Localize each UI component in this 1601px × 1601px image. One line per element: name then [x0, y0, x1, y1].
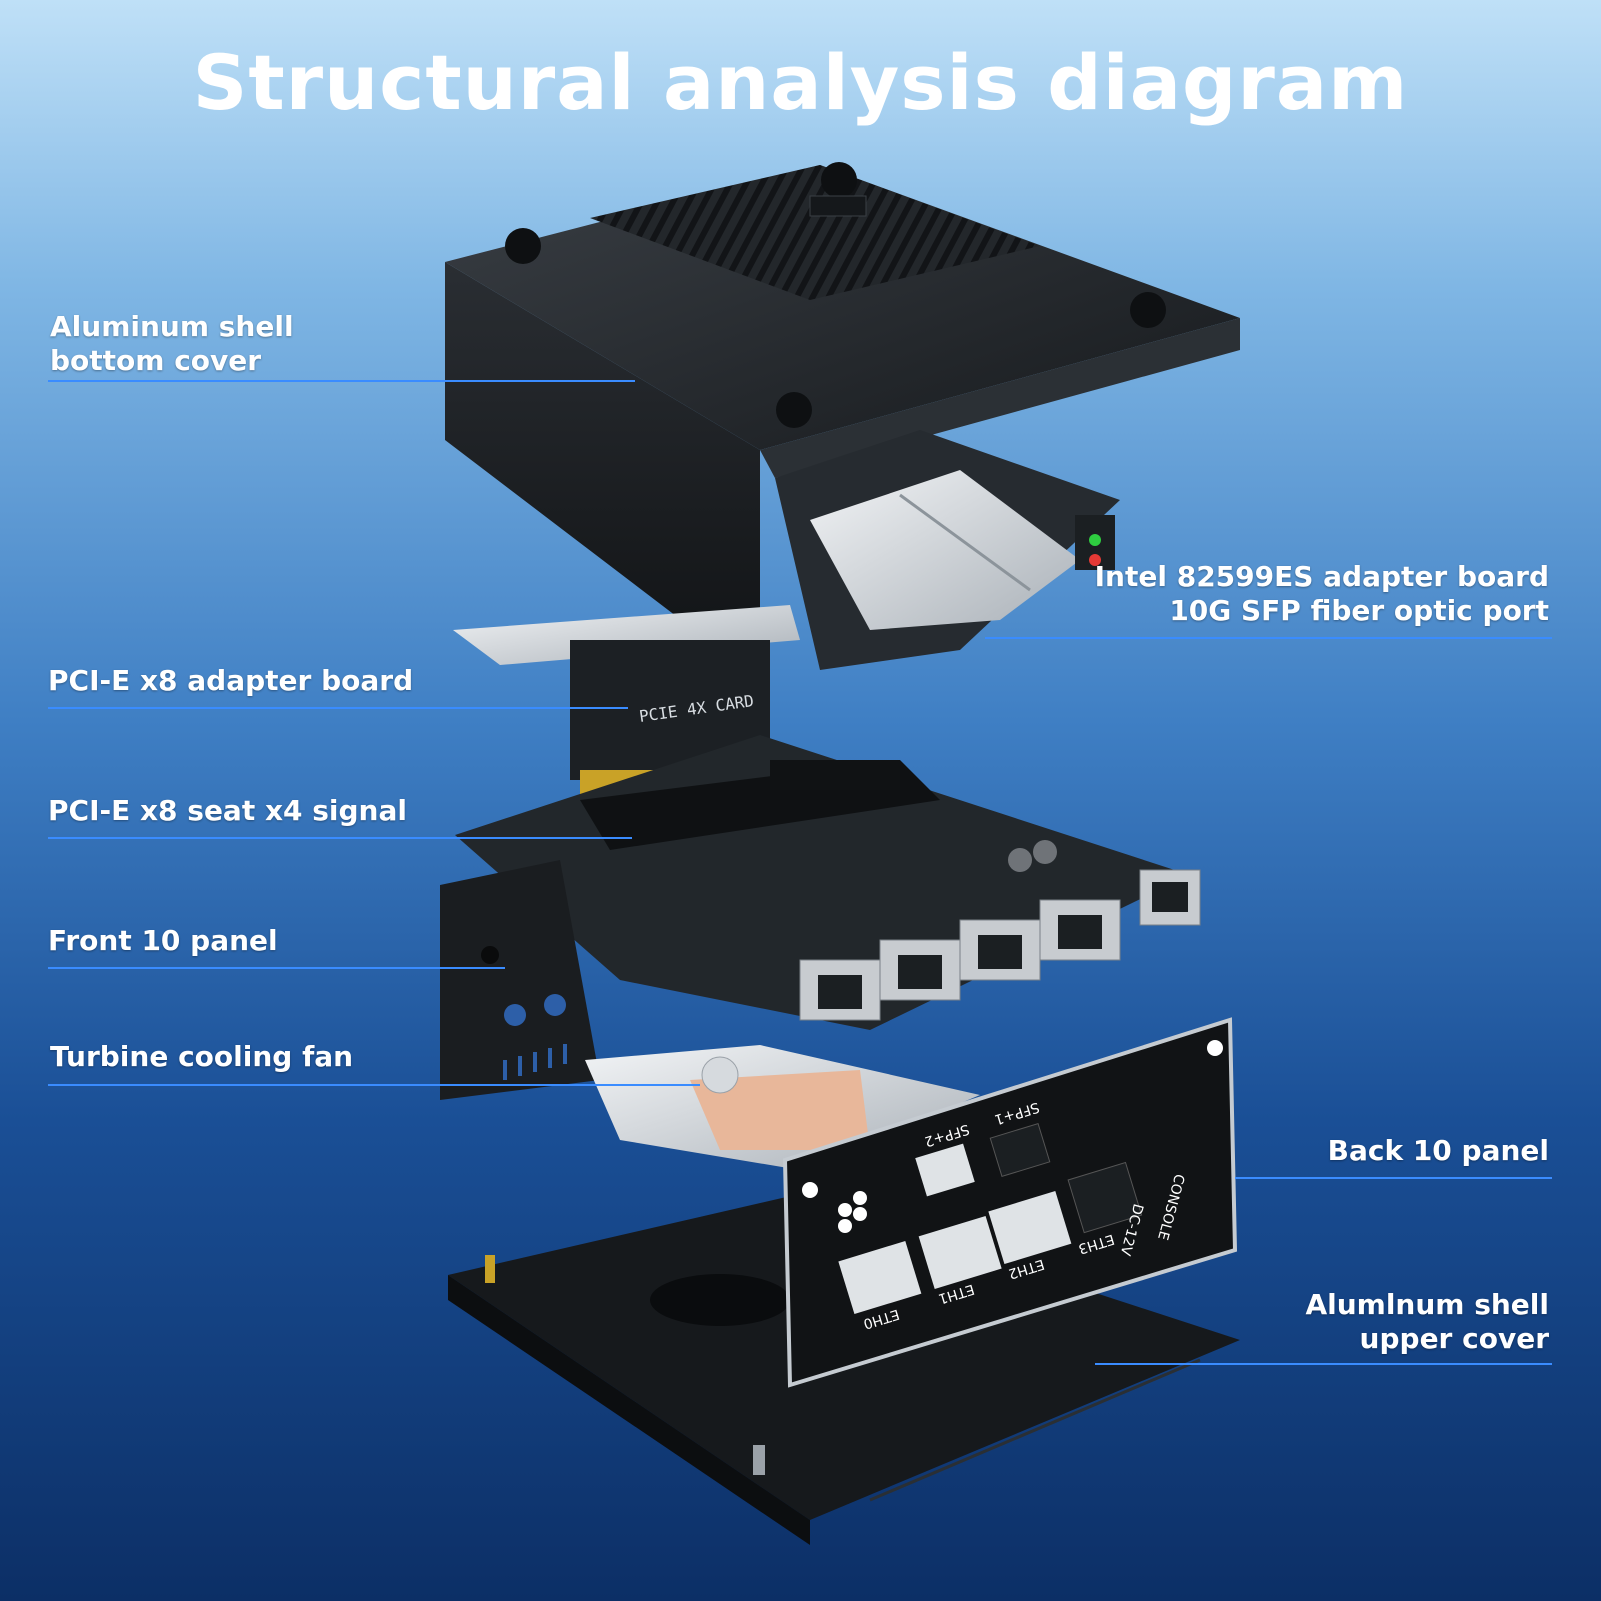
callout-lines: [48, 380, 1552, 1365]
intel-adapter-board-shape: [775, 430, 1120, 670]
label-back-panel: Back 10 panel: [1327, 1134, 1549, 1167]
label-aluminum-shell-upper-cover-line1: Alumlnum shell: [1305, 1288, 1549, 1321]
turbine-cooling-fan-shape: [585, 1045, 980, 1170]
label-pcie-x8-adapter: PCI-E x8 adapter board: [48, 664, 414, 697]
label-intel-adapter: Intel 82599ES adapter board 10G SFP fibe…: [1095, 560, 1549, 628]
label-aluminum-shell-bottom-cover-line2: bottom cover: [50, 344, 262, 377]
back-panel-shape: SFP+2 SFP+1 ETH0 ETH1 ETH2 ETH3 DC-12V C…: [782, 1017, 1238, 1388]
label-turbine-fan: Turbine cooling fan: [50, 1040, 354, 1073]
aluminum-shell-bottom-cover-shape: [445, 162, 1240, 680]
label-front-panel: Front 10 panel: [48, 924, 278, 957]
label-intel-adapter-line1: Intel 82599ES adapter board: [1094, 560, 1549, 593]
mainboard-shape: [455, 735, 1201, 1030]
label-aluminum-shell-bottom-cover-line1: Aluminum shell: [50, 310, 294, 343]
label-pcie-x8-seat: PCI-E x8 seat x4 signal: [48, 794, 407, 827]
label-aluminum-shell-upper-cover-line2: upper cover: [1359, 1322, 1549, 1355]
label-aluminum-shell-bottom-cover: Aluminum shell bottom cover: [50, 310, 294, 378]
label-intel-adapter-line2: 10G SFP fiber optic port: [1169, 594, 1549, 627]
front-panel-shape: [440, 860, 600, 1100]
label-aluminum-shell-upper-cover: Alumlnum shell upper cover: [1305, 1288, 1549, 1356]
page-title: Structural analysis diagram: [192, 38, 1409, 127]
